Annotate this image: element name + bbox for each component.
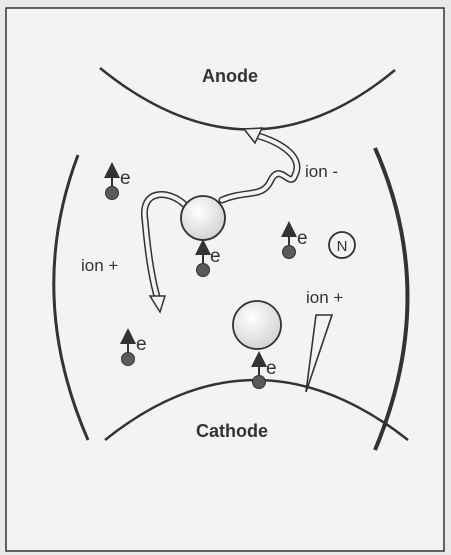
neutral-label: N [337, 238, 348, 255]
cathode-ion [233, 301, 281, 349]
anode-label: Anode [202, 66, 258, 86]
ion-plus-right-label: ion + [306, 288, 343, 307]
ion-minus-label: ion - [305, 162, 338, 181]
electron-3-label: e [297, 228, 308, 249]
electron-1-label: e [120, 168, 131, 189]
cathode-label: Cathode [196, 421, 268, 441]
electron-5-label: e [266, 358, 277, 379]
outer-frame [6, 8, 444, 551]
electron-2-label: e [210, 246, 221, 267]
ion-plus-left-label: ion + [81, 256, 118, 275]
central-ion [181, 196, 225, 240]
electron-4-label: e [136, 334, 147, 355]
